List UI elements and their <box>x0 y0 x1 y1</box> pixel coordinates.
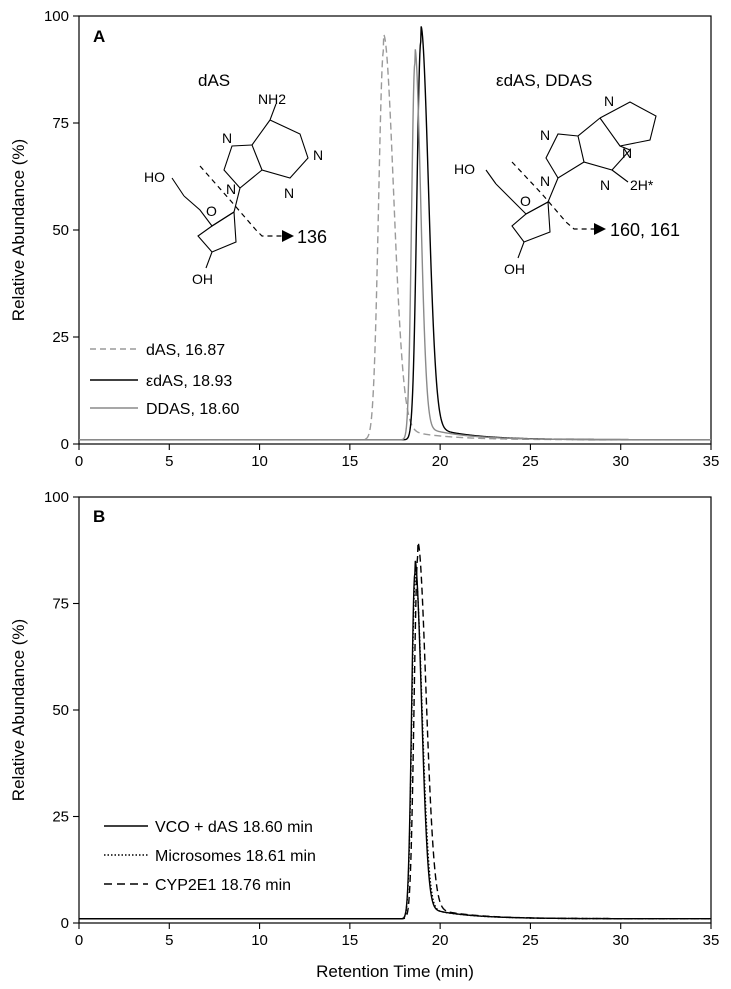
atom-n9-das: N <box>226 181 236 197</box>
series-line-b-1 <box>79 568 711 920</box>
y-tick-label-a-100: 100 <box>44 8 69 25</box>
legend-label-microsomes: Microsomes 18.61 min <box>155 848 316 865</box>
fragment-arrowhead-edas <box>594 223 606 235</box>
series-group-b <box>79 542 711 920</box>
panel-b: B 0 5 10 15 20 25 30 35 0 25 50 75 100 Relative Abun… <box>9 489 719 981</box>
legend-b: VCO + dAS 18.60 min Microsomes 18.61 min… <box>104 819 316 894</box>
fragmentation-path-das <box>199 165 282 237</box>
y-tick-label-b-50: 50 <box>52 702 69 719</box>
y-axis-title-b: Relative Abundance (%) <box>9 619 28 801</box>
y-tick-label-a-75: 75 <box>52 115 69 132</box>
atom-n9-edas: N <box>540 173 550 189</box>
molecule-name-edas: εdAS, DDAS <box>496 71 592 90</box>
fragment-mass-edas: 160, 161 <box>610 220 680 240</box>
atom-oh-das: OH <box>192 271 213 287</box>
atom-oh-edas: OH <box>504 261 525 277</box>
atom-n-etheno-top-edas: N <box>604 93 614 109</box>
amine-bond-das <box>269 103 277 121</box>
atom-ho-edas: HO <box>454 161 475 177</box>
atom-n7-edas: N <box>540 127 550 143</box>
atom-nh2-das: NH2 <box>258 91 286 107</box>
atom-o-das: O <box>206 203 217 219</box>
y-tick-label-a-25: 25 <box>52 329 69 346</box>
x-tick-label-b-10: 10 <box>251 932 268 949</box>
fragment-mass-das: 136 <box>297 227 327 247</box>
purine-ring-edas <box>577 117 631 171</box>
y-tick-label-b-75: 75 <box>52 596 69 613</box>
x-tick-label-a-25: 25 <box>522 453 539 470</box>
imidazole-ring-das <box>223 144 263 189</box>
atom-deuterium-edas: 2H* <box>630 177 654 193</box>
x-tick-label-b-30: 30 <box>612 932 629 949</box>
x-tick-label-b-25: 25 <box>522 932 539 949</box>
panel-letter-b: B <box>93 507 105 526</box>
molecule-name-das: dAS <box>198 71 230 90</box>
series-line-a-2 <box>79 49 711 441</box>
molecule-edas: εdAS, DDAS N N N N N HO O OH 2H* 16 <box>454 71 680 277</box>
panel-letter-a: A <box>93 27 105 46</box>
x-tick-label-b-5: 5 <box>165 932 173 949</box>
legend-a: dAS, 16.87 εdAS, 18.93 DDAS, 18.60 <box>90 342 239 418</box>
series-line-b-0 <box>79 560 711 920</box>
fragment-arrowhead-das <box>282 230 294 242</box>
hydroxymethyl-bond-edas <box>485 169 497 185</box>
fragmentation-path-edas <box>511 161 594 230</box>
legend-label-cyp2e1: CYP2E1 18.76 min <box>155 877 291 894</box>
deuterium-bond-edas <box>611 169 629 183</box>
etheno-ring-edas <box>599 101 657 147</box>
purine-ring-das <box>251 119 309 179</box>
legend-label-das: dAS, 16.87 <box>146 342 225 359</box>
hydroxyl-bond-edas <box>517 241 525 259</box>
x-tick-label-b-35: 35 <box>703 932 720 949</box>
panel-a: A 0 5 10 15 20 25 30 35 0 25 50 75 100 Relative Abun… <box>9 8 719 470</box>
atom-n3-das: N <box>284 185 294 201</box>
imidazole-ring-edas <box>545 133 585 179</box>
molecule-das: dAS NH2 N N N N HO O OH 136 <box>144 71 327 287</box>
y-tick-label-b-25: 25 <box>52 809 69 826</box>
series-line-b-2 <box>79 542 711 920</box>
atom-n7-das: N <box>222 130 232 146</box>
x-tick-label-a-0: 0 <box>75 453 83 470</box>
hydroxyl-bond-das <box>205 251 213 269</box>
y-tick-label-a-50: 50 <box>52 222 69 239</box>
axis-ticks-a: 0 5 10 15 20 25 30 35 0 25 50 75 100 <box>44 8 719 470</box>
x-tick-label-a-15: 15 <box>342 453 359 470</box>
legend-label-vco: VCO + dAS 18.60 min <box>155 819 313 836</box>
y-axis-title-a: Relative Abundance (%) <box>9 139 28 321</box>
y-tick-label-b-0: 0 <box>61 915 69 932</box>
hydroxymethyl-bond-das <box>171 177 185 197</box>
x-tick-label-a-20: 20 <box>432 453 449 470</box>
atom-n1-das: N <box>313 147 323 163</box>
sugar-bonds-das <box>183 187 241 227</box>
atom-o-edas: O <box>520 193 531 209</box>
sugar-ring-edas <box>511 201 551 243</box>
x-tick-label-a-35: 35 <box>703 453 720 470</box>
y-tick-label-a-0: 0 <box>61 436 69 453</box>
sugar-ring-das <box>197 211 237 253</box>
axis-ticks-b: 0 5 10 15 20 25 30 35 0 25 50 75 100 <box>44 489 719 949</box>
legend-label-edas: εdAS, 18.93 <box>146 373 232 390</box>
atom-n3-edas: N <box>600 177 610 193</box>
x-tick-label-b-20: 20 <box>432 932 449 949</box>
legend-label-ddas: DDAS, 18.60 <box>146 401 239 418</box>
x-tick-label-b-15: 15 <box>342 932 359 949</box>
x-tick-label-a-10: 10 <box>251 453 268 470</box>
atom-ho-das: HO <box>144 169 165 185</box>
x-tick-label-b-0: 0 <box>75 932 83 949</box>
x-tick-label-a-5: 5 <box>165 453 173 470</box>
atom-n-etheno-bridge-edas: N <box>622 145 632 161</box>
x-tick-label-a-30: 30 <box>612 453 629 470</box>
x-axis-title: Retention Time (min) <box>316 962 474 981</box>
series-group-a <box>79 26 711 441</box>
y-tick-label-b-100: 100 <box>44 489 69 506</box>
